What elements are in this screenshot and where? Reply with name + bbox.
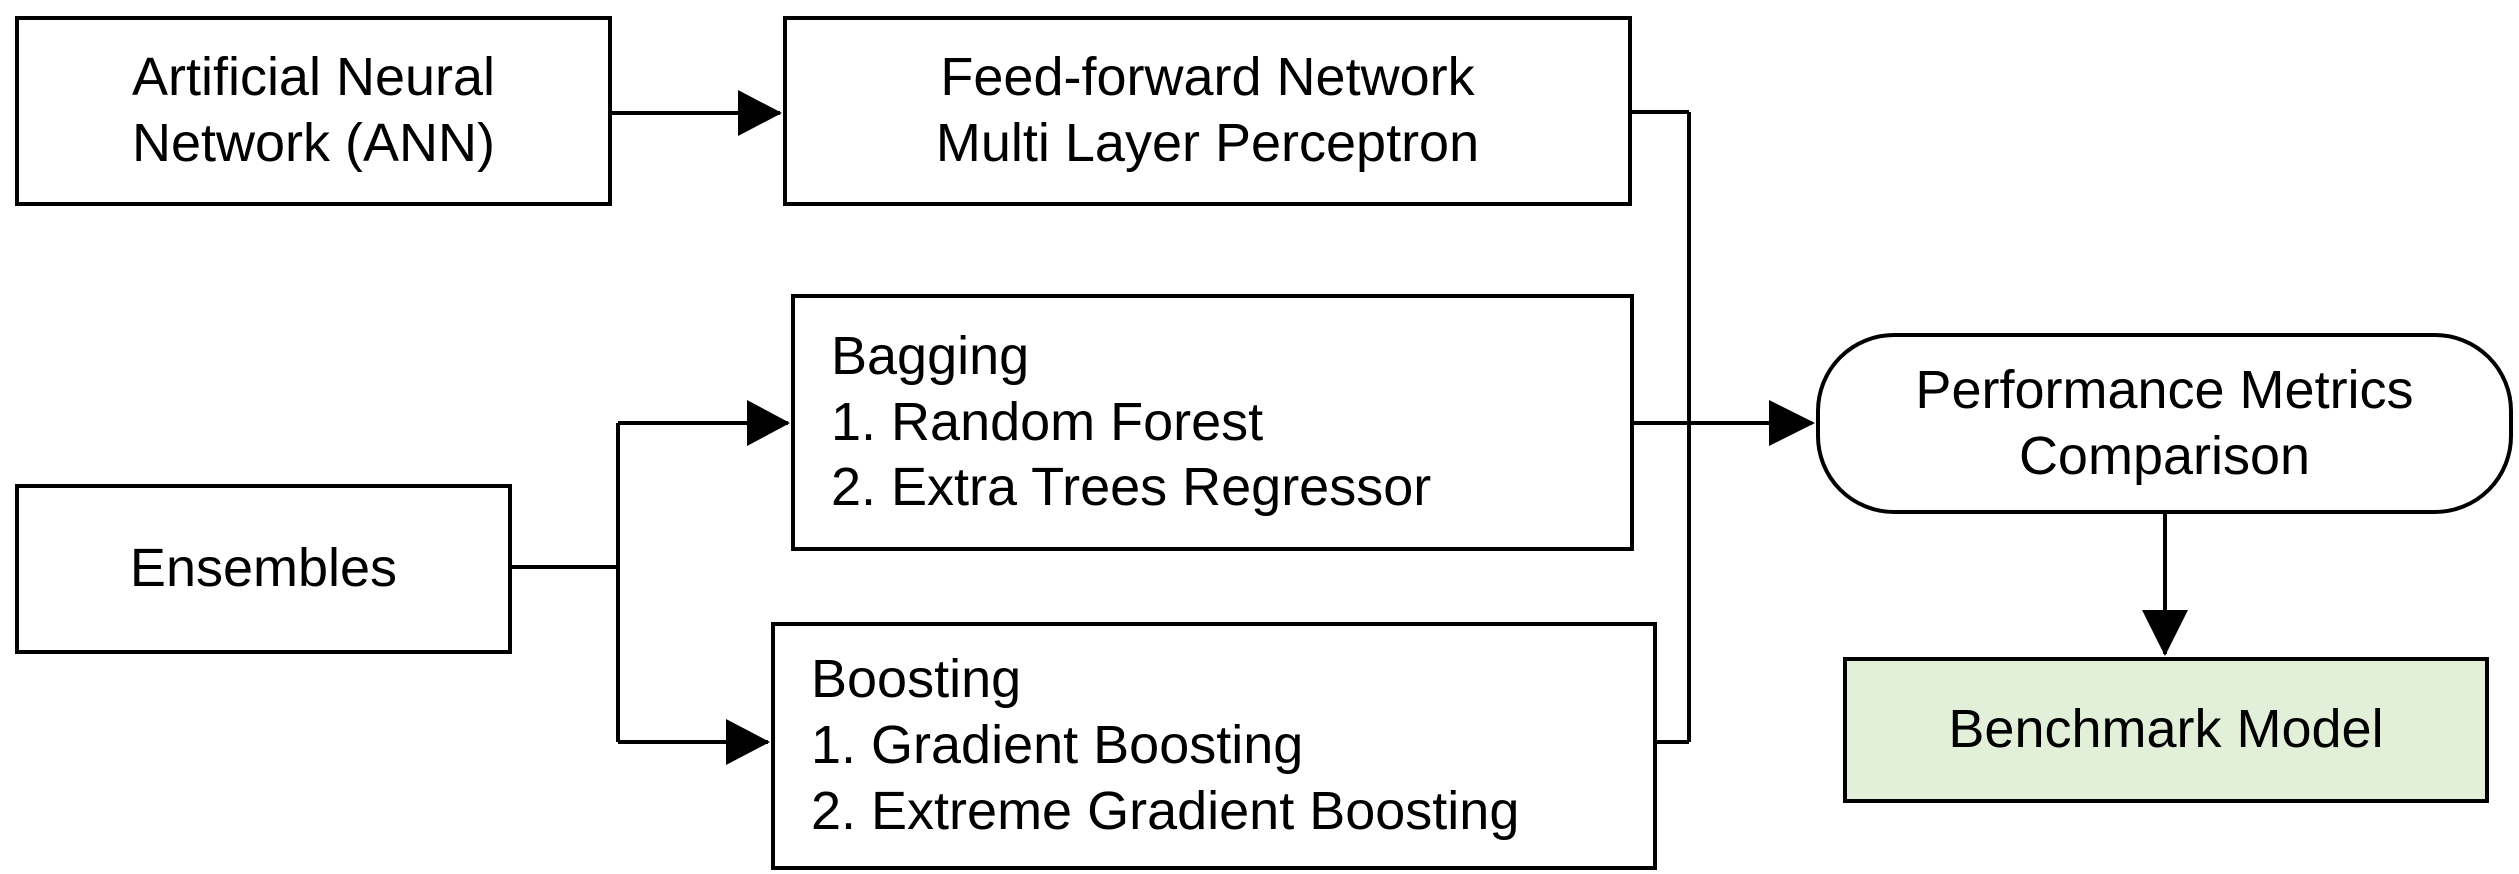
node-bagging-item-1: 1. Random Forest [831, 391, 1264, 452]
node-metrics-line-2: Comparison [2018, 425, 2311, 486]
node-benchmark-model: Benchmark Model [1843, 657, 2489, 803]
node-boosting-item-2: 2. Extreme Gradient Boosting [811, 780, 1520, 841]
arrowhead-ensembles-to-boosting [726, 719, 770, 765]
arrowhead-ann-to-ffn [738, 90, 782, 136]
node-boosting-item-1: 1. Gradient Boosting [811, 715, 1304, 776]
node-ann-line-2: Network (ANN) [131, 113, 496, 173]
node-ensembles-label: Ensembles [129, 538, 398, 599]
node-boosting-title: Boosting [811, 649, 1022, 710]
node-boosting: Boosting 1. Gradient Boosting 2. Extreme… [771, 622, 1657, 870]
node-ffn-line-2: Multi Layer Perceptron [935, 113, 1480, 173]
node-ffn-line-1: Feed-forward Network [940, 47, 1475, 108]
node-performance-metrics: Performance Metrics Comparison [1816, 333, 2513, 514]
arrowhead-to-metrics [1769, 400, 1815, 446]
node-metrics-line-1: Performance Metrics [1915, 359, 2414, 420]
node-bagging: Bagging 1. Random Forest 2. Extra Trees … [791, 294, 1634, 551]
node-ensembles: Ensembles [15, 484, 512, 654]
node-bagging-item-2: 2. Extra Trees Regressor [831, 457, 1432, 518]
node-bagging-title: Bagging [831, 325, 1030, 386]
arrowhead-ensembles-to-bagging [747, 400, 790, 446]
node-benchmark-label: Benchmark Model [1948, 699, 2384, 760]
arrowhead-to-benchmark [2142, 610, 2188, 656]
node-ann-line-1: Artificial Neural [131, 47, 496, 108]
node-ann: Artificial Neural Network (ANN) [15, 16, 612, 206]
node-feed-forward-network: Feed-forward Network Multi Layer Percept… [783, 16, 1632, 206]
